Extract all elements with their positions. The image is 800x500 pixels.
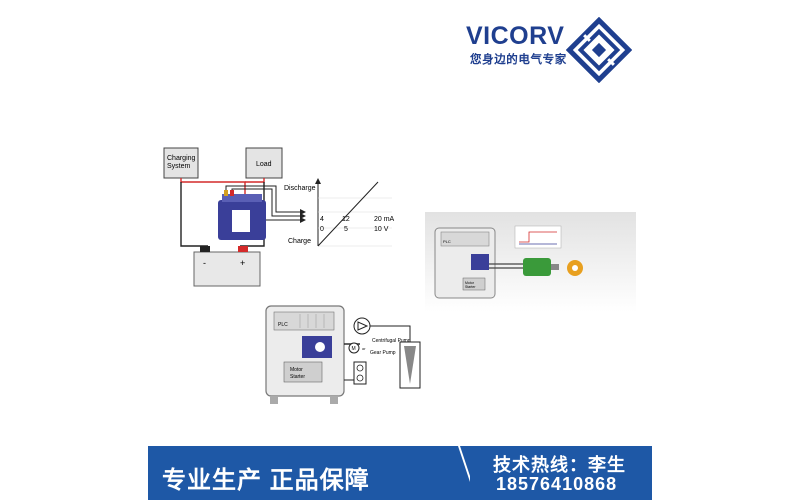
ma-20: 20 mA — [374, 216, 395, 223]
motor-starter-diagram: PLC Motor Starter M or Centrifugal Pump … — [265, 305, 421, 404]
or-label: or — [362, 346, 366, 351]
footer-slogan: 专业生产 正品保障 — [162, 467, 370, 494]
ma-12: 12 — [342, 216, 350, 223]
battery-plus: + — [240, 258, 245, 268]
plc-label: PLC — [278, 322, 288, 328]
brand-tagline: 您身边的电气专家 — [470, 54, 567, 66]
gear-pump-label: Gear Pump — [370, 350, 396, 356]
footer-phone: 18576410868 — [496, 474, 618, 494]
brand-name: VICORV — [466, 22, 565, 50]
load-label: Load — [256, 161, 272, 168]
discharge-label: Discharge — [284, 185, 316, 192]
charging-system-label: Charging — [167, 155, 196, 162]
footer-banner-right — [470, 446, 652, 500]
footer-hotline: 技术热线：李生 — [493, 455, 626, 475]
footer-banner-left — [148, 446, 458, 500]
ma-4: 4 — [320, 216, 324, 223]
charge-label: Charge — [288, 238, 311, 245]
motor-starter-label-small-2: Starter — [465, 285, 476, 289]
charging-system-label-2: System — [167, 163, 191, 170]
battery-minus: - — [203, 258, 206, 268]
battery-sensor-diagram: Charging System Load Discharge Charge 4 … — [163, 147, 395, 287]
vicorv-logo-icon — [566, 17, 632, 83]
v-10: 10 V — [374, 226, 389, 233]
centrifugal-pump-label: Centrifugal Pump — [372, 338, 411, 344]
motor-starter-label-2: Starter — [290, 374, 305, 380]
motor-starter-label: Motor — [290, 367, 303, 373]
v-5: 5 — [344, 226, 348, 233]
v-0: 0 — [320, 226, 324, 233]
motor-m-label: M — [352, 346, 356, 352]
pump-control-diagram: PLC Motor Starter — [425, 212, 636, 312]
plc-label-small: PLC — [443, 239, 451, 244]
motor-starter-label-small: Motor — [465, 281, 475, 285]
